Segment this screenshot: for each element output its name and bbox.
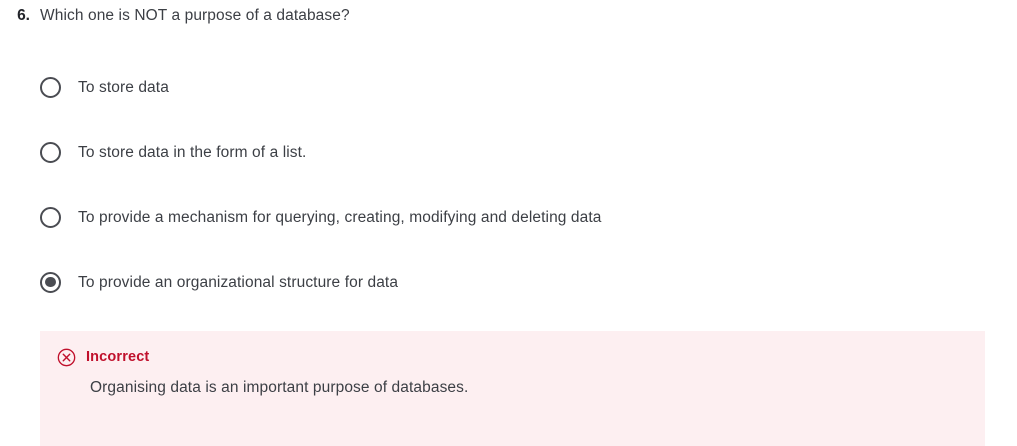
- option-row-3[interactable]: To provide a mechanism for querying, cre…: [40, 204, 985, 230]
- option-label-2: To store data in the form of a list.: [78, 143, 307, 161]
- question-header: 6. Which one is NOT a purpose of a datab…: [0, 5, 350, 27]
- option-row-4[interactable]: To provide an organizational structure f…: [40, 269, 985, 295]
- circle-x-icon: [57, 348, 76, 367]
- feedback-panel-incorrect: Incorrect Organising data is an importan…: [40, 331, 985, 446]
- option-row-1[interactable]: To store data: [40, 74, 985, 100]
- option-label-3: To provide a mechanism for querying, cre…: [78, 208, 602, 226]
- feedback-title: Incorrect: [86, 349, 150, 365]
- radio-button-4[interactable]: [40, 271, 61, 293]
- question-text: Which one is NOT a purpose of a database…: [40, 7, 350, 24]
- option-row-2[interactable]: To store data in the form of a list.: [40, 139, 985, 165]
- feedback-header: Incorrect: [40, 348, 985, 367]
- option-label-4: To provide an organizational structure f…: [78, 273, 399, 291]
- radio-button-2[interactable]: [40, 141, 61, 163]
- option-label-1: To store data: [78, 78, 169, 96]
- radio-button-1[interactable]: [40, 76, 61, 98]
- radio-button-3[interactable]: [40, 206, 61, 228]
- question-number: 6.: [17, 7, 30, 24]
- feedback-body-text: Organising data is an important purpose …: [90, 379, 469, 396]
- answer-options-list: To store data To store data in the form …: [40, 74, 985, 334]
